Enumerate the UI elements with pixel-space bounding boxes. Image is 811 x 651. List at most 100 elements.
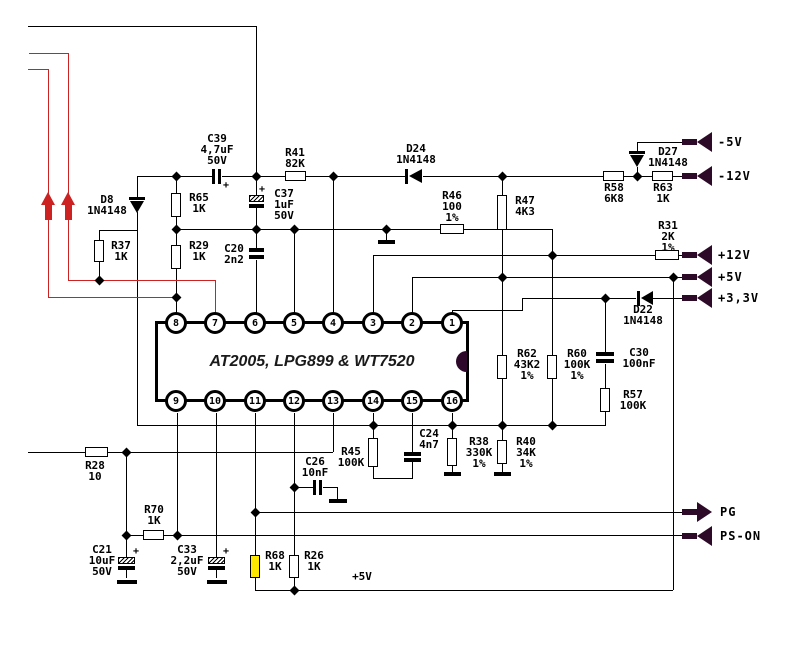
wire [216, 566, 217, 578]
wire [99, 230, 138, 231]
wire [502, 379, 503, 440]
capacitor-C30-plate [596, 352, 614, 356]
junction-dot [121, 530, 132, 541]
junction-dot [497, 272, 508, 283]
pin-number: 8 [172, 317, 180, 329]
capacitor-C33-plate [208, 557, 225, 564]
ic-pin-16: 16 [441, 390, 463, 412]
wire [412, 277, 682, 278]
capacitor-C26-plate [319, 480, 322, 495]
ic-pin-12: 12 [283, 390, 305, 412]
resistor-R38-body [447, 438, 457, 466]
connector-pos5v-arrow-icon [697, 267, 712, 287]
wire [673, 176, 682, 177]
ic-pin-6: 6 [244, 312, 266, 334]
connector-pos12v-label: +12V [718, 248, 751, 262]
wire [412, 462, 413, 478]
wire [294, 578, 295, 590]
ic-pin-2: 2 [401, 312, 423, 334]
resistor-R37-body [94, 240, 104, 262]
resistor-R47-body [497, 195, 507, 230]
capacitor-C20-plate [249, 255, 264, 259]
pin-number: 10 [208, 395, 222, 407]
capacitor-C20-plate [249, 248, 264, 252]
wire [673, 277, 674, 590]
resistor-R68-body [250, 555, 260, 578]
wire [522, 298, 523, 311]
junction-dot [368, 420, 379, 431]
wire [255, 578, 256, 591]
wire [464, 229, 552, 230]
junction-dot [250, 507, 261, 518]
red-wire [215, 280, 216, 314]
connector-neg5v-label: -5V [718, 135, 743, 149]
ic-body [155, 321, 469, 402]
diode-D24-cathode-bar [405, 169, 408, 184]
pin-number: 9 [172, 395, 180, 407]
pin-number: 4 [329, 317, 337, 329]
diode-D27-cathode-bar [629, 151, 645, 154]
wire [137, 176, 138, 197]
junction-dot [547, 250, 558, 261]
polarity-plus: + [259, 184, 266, 195]
capacitor-C37-plate [249, 204, 264, 208]
resistor-R45-body [368, 438, 378, 467]
junction-dot [497, 171, 508, 182]
ic-pin-15: 15 [401, 390, 423, 412]
wire [256, 26, 257, 177]
wire [552, 379, 553, 425]
wire [373, 255, 374, 314]
ground-icon [329, 499, 347, 503]
pin-number: 16 [445, 395, 459, 407]
ic-pin-5: 5 [283, 312, 305, 334]
ground-icon [117, 580, 137, 584]
junction-dot [289, 585, 300, 596]
connector-neg5v-bar [682, 139, 697, 145]
ground-icon [207, 580, 227, 584]
wire [452, 310, 522, 311]
resistor-R60-body [547, 355, 557, 379]
red-wire [48, 69, 49, 297]
ic-pin-3: 3 [362, 312, 384, 334]
wire [552, 255, 553, 355]
pin-number: 12 [287, 395, 301, 407]
wire [637, 167, 638, 176]
ground-icon [378, 240, 395, 244]
resistor-R40-body [497, 440, 507, 464]
wire [255, 512, 682, 513]
pin-number: 15 [405, 395, 419, 407]
resistor-R29-body [171, 245, 181, 269]
junction-dot [600, 293, 611, 304]
red-wire [28, 69, 48, 70]
capacitor-C33-plate [208, 566, 225, 570]
wire [28, 452, 85, 453]
capacitor-C24-plate [404, 458, 421, 462]
wire [386, 229, 387, 240]
wire [126, 566, 127, 578]
resistor-R58-body [603, 171, 624, 181]
wire [176, 269, 177, 314]
wire [28, 26, 257, 27]
wire [637, 142, 682, 143]
capacitor-C39-plate [218, 169, 221, 184]
junction-dot [497, 420, 508, 431]
pin-number: 3 [369, 317, 377, 329]
wire [126, 535, 143, 536]
pin-number: 6 [251, 317, 259, 329]
ic-pin-13: 13 [322, 390, 344, 412]
wire [637, 142, 638, 152]
ic-title: AT2005, LPG899 & WT7520 [209, 353, 415, 370]
ground-icon [444, 472, 461, 476]
junction-dot [121, 447, 132, 458]
capacitor-C21-plate [118, 566, 135, 570]
pin-number: 14 [366, 395, 380, 407]
red-wire [29, 53, 68, 54]
